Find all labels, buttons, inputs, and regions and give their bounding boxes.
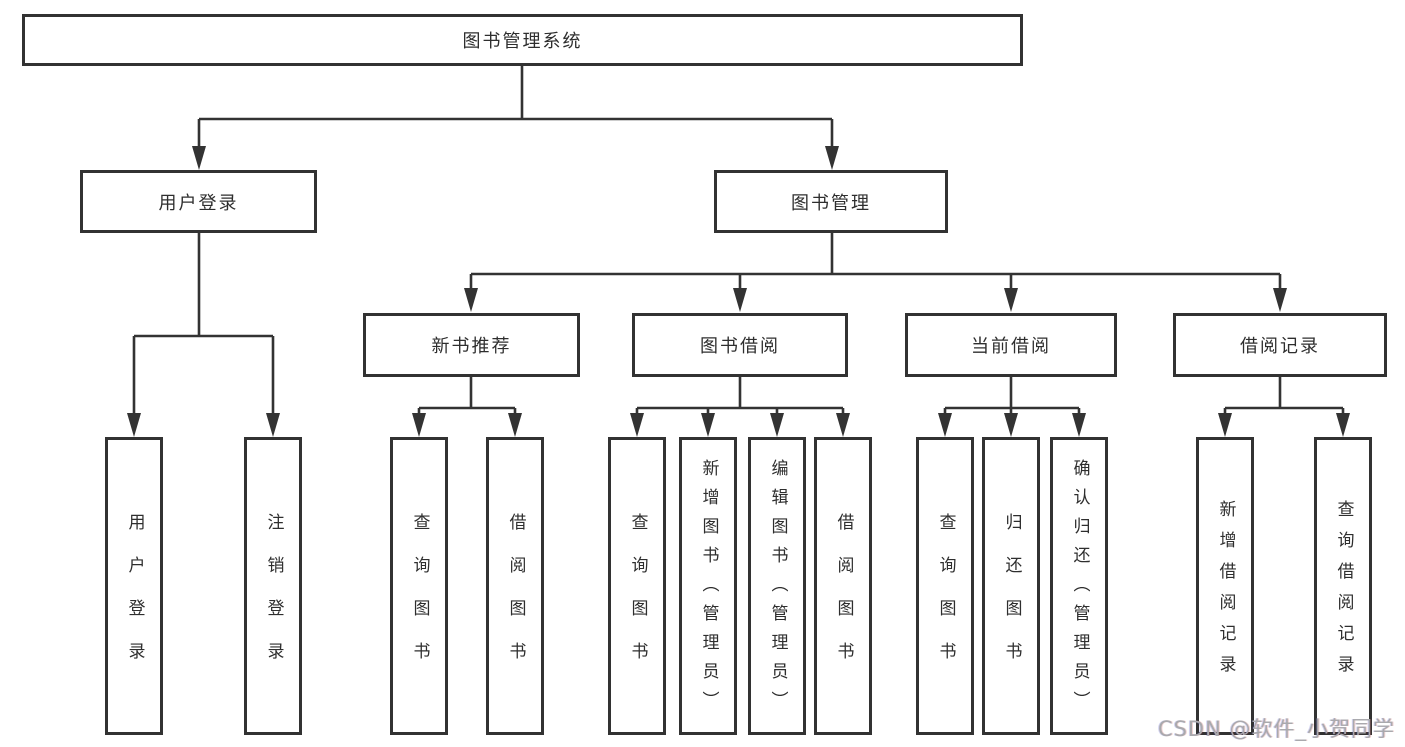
node-root: 图书管理系统: [22, 14, 1023, 66]
leaf-add-borrow-record: 新增借阅记录: [1196, 437, 1254, 735]
node-book-management: 图书管理: [714, 170, 948, 233]
leaf-query-books-borrow: 查询图书: [608, 437, 666, 735]
leaf-confirm-return-admin: 确认归还（管理员）: [1050, 437, 1108, 735]
leaf-user-login: 用户登录: [105, 437, 163, 735]
leaf-borrow-books: 借阅图书: [814, 437, 872, 735]
leaf-edit-book-admin: 编辑图书（管理员）: [748, 437, 806, 735]
leaf-return-book: 归还图书: [982, 437, 1040, 735]
node-new-book-recommend: 新书推荐: [363, 313, 580, 377]
node-book-borrow: 图书借阅: [632, 313, 848, 377]
node-borrow-records: 借阅记录: [1173, 313, 1387, 377]
leaf-add-book-admin: 新增图书（管理员）: [679, 437, 737, 735]
node-current-borrow: 当前借阅: [905, 313, 1117, 377]
leaf-query-borrow-record: 查询借阅记录: [1314, 437, 1372, 735]
leaf-borrow-books-recommend: 借阅图书: [486, 437, 544, 735]
leaf-query-books-recommend: 查询图书: [390, 437, 448, 735]
node-user-login: 用户登录: [80, 170, 317, 233]
leaf-logout: 注销登录: [244, 437, 302, 735]
leaf-query-books-current: 查询图书: [916, 437, 974, 735]
csdn-watermark: CSDN @软件_小贺同学: [1157, 717, 1395, 741]
